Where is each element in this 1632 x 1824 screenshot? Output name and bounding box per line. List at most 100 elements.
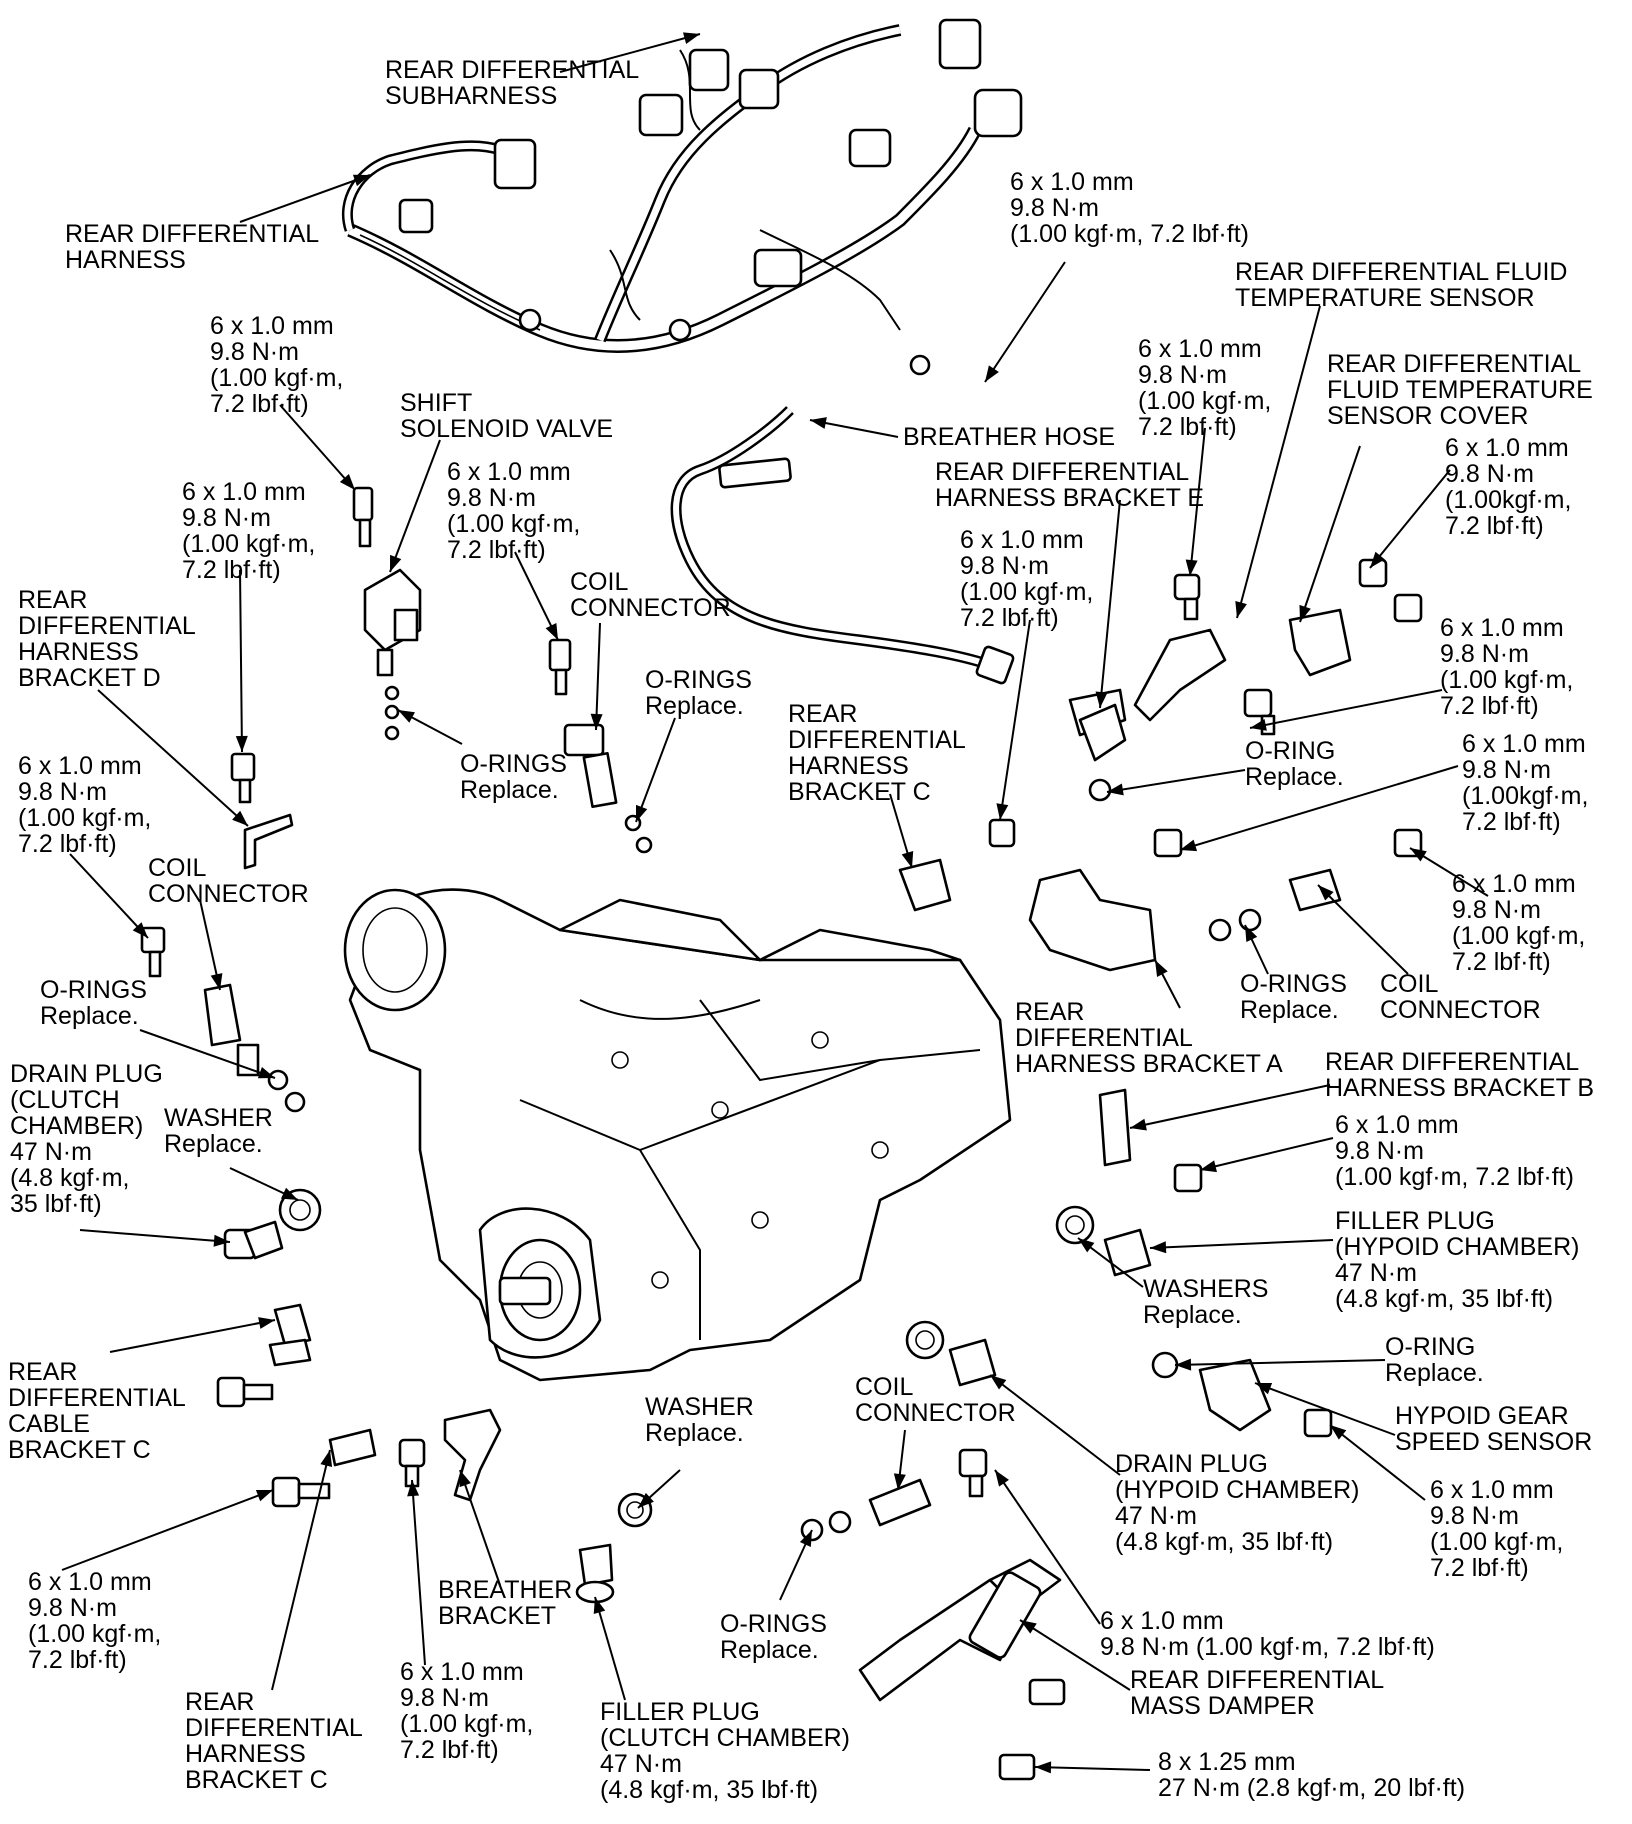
callout-line: REAR	[788, 700, 857, 728]
callout-line: 9.8 N·m	[1445, 460, 1534, 488]
arrowhead	[990, 1375, 1007, 1390]
leader-line	[999, 619, 1031, 821]
callout-line: (CLUTCH	[10, 1086, 120, 1114]
callout-line: (1.00 kgf·m,	[1430, 1528, 1563, 1556]
callout-line: 6 x 1.0 mm	[1452, 870, 1576, 898]
callout-line: 7.2 lbf·ft)	[1462, 808, 1561, 836]
callout-line: BREATHER HOSE	[903, 423, 1115, 451]
arrowhead	[255, 1490, 273, 1502]
arrowhead	[398, 710, 415, 723]
leader-line	[1099, 499, 1121, 709]
leader-line	[411, 1479, 426, 1666]
arrowhead	[258, 1317, 275, 1329]
leader-line	[61, 1489, 274, 1571]
leader-line	[1106, 769, 1246, 793]
callout-line: Replace.	[1143, 1301, 1242, 1329]
callout-line: (4.8 kgf·m,	[10, 1164, 129, 1192]
arrowhead	[1255, 1382, 1273, 1395]
callout-line: 6 x 1.0 mm	[400, 1658, 524, 1686]
leader-line	[1149, 1239, 1334, 1249]
leader-line	[271, 1449, 331, 1691]
leader-line	[1299, 445, 1361, 623]
arrowhead	[1250, 719, 1267, 731]
callout-line: 9.8 N·m	[400, 1684, 489, 1712]
bracket-e-drawing	[1078, 703, 1127, 762]
callout-torque-left-mid: 6 x 1.0 mm9.8 N·m(1.00 kgf·m,7.2 lbf·ft)	[182, 478, 315, 584]
leader-line	[79, 1229, 231, 1243]
callout-line: O-RINGS	[40, 976, 147, 1004]
arrowhead	[1130, 1118, 1147, 1131]
arrowhead	[1175, 1358, 1192, 1371]
leader-line	[1179, 765, 1459, 851]
arrowhead	[1370, 551, 1385, 568]
callout-line: 35 lbf·ft)	[10, 1190, 102, 1218]
leader-line	[279, 404, 356, 491]
callout-line: 9.8 N·m	[18, 778, 107, 806]
callout-line: (1.00 kgf·m,	[18, 804, 151, 832]
leader-line	[984, 261, 1066, 383]
callout-line: 7.2 lbf·ft)	[447, 536, 546, 564]
arrowhead	[590, 713, 603, 730]
callout-line: BRACKET	[438, 1602, 556, 1630]
callout-line: HARNESS	[185, 1740, 306, 1768]
callout-line: Replace.	[164, 1130, 263, 1158]
leader-line	[389, 439, 441, 573]
callout-line: (1.00 kgf·m, 7.2 lbf·ft)	[1010, 220, 1249, 248]
callout-line: REAR DIFFERENTIAL	[65, 220, 319, 248]
callout-line: 7.2 lbf·ft)	[1452, 948, 1551, 976]
callout-line: 7.2 lbf·ft)	[400, 1736, 499, 1764]
callout-line: 27 N·m (2.8 kgf·m, 20 lbf·ft)	[1158, 1774, 1465, 1802]
arrowhead	[1235, 600, 1247, 618]
callout-line: 9.8 N·m	[28, 1594, 117, 1622]
callout-line: 6 x 1.0 mm	[1100, 1607, 1224, 1635]
arrowhead	[210, 973, 223, 990]
callout-line: DIFFERENTIAL	[185, 1714, 363, 1742]
callout-line: (1.00 kgf·m,	[1440, 666, 1573, 694]
callout-line: WASHERS	[1143, 1275, 1268, 1303]
callout-line: 6 x 1.0 mm	[28, 1568, 152, 1596]
callout-line: HARNESS BRACKET A	[1015, 1050, 1283, 1078]
arrowhead	[235, 735, 248, 752]
callout-line: DIFFERENTIAL	[788, 726, 966, 754]
callout-line: CONNECTOR	[1380, 996, 1541, 1024]
callout-line: 9.8 N·m	[1462, 756, 1551, 784]
callout-line: Replace.	[40, 1002, 139, 1030]
arrowhead	[1318, 885, 1334, 901]
callout-torque-left-top: 6 x 1.0 mm9.8 N·m(1.00 kgf·m,7.2 lbf·ft)	[210, 312, 343, 418]
callout-torque-right-mid1: 6 x 1.0 mm9.8 N·m(1.00 kgf·m,7.2 lbf·ft)	[1440, 614, 1573, 720]
rear-differential-housing-drawing	[343, 888, 1012, 1382]
callout-torque-cover-bolts: 6 x 1.0 mm9.8 N·m(1.00kgf·m,7.2 lbf·ft)	[1445, 434, 1571, 540]
callout-line: (1.00kgf·m,	[1445, 486, 1571, 514]
callout-line: 9.8 N·m (1.00 kgf·m, 7.2 lbf·ft)	[1100, 1633, 1435, 1661]
fluid-temp-sensor-cover-drawing	[1243, 558, 1423, 736]
callout-torque-right-mid3: 6 x 1.0 mm9.8 N·m(1.00 kgf·m,7.2 lbf·ft)	[1452, 870, 1585, 976]
arrowhead	[1180, 839, 1198, 852]
callout-line: (4.8 kgf·m, 35 lbf·ft)	[1115, 1528, 1333, 1556]
leader-line	[109, 1319, 276, 1353]
leader-line	[1034, 1766, 1151, 1771]
leader-line	[1329, 1424, 1426, 1501]
arrowhead	[213, 1234, 230, 1247]
callout-line: (1.00 kgf·m,	[960, 578, 1093, 606]
callout-line: 8 x 1.25 mm	[1158, 1748, 1296, 1776]
arrowhead	[682, 32, 700, 44]
callout-line: (1.00 kgf·m, 7.2 lbf·ft)	[1335, 1163, 1574, 1191]
bracket-c-top-drawing	[898, 818, 1016, 912]
leader-line	[459, 1469, 501, 1586]
callout-line: BREATHER	[438, 1576, 572, 1604]
callout-line: HARNESS BRACKET B	[1325, 1074, 1594, 1102]
